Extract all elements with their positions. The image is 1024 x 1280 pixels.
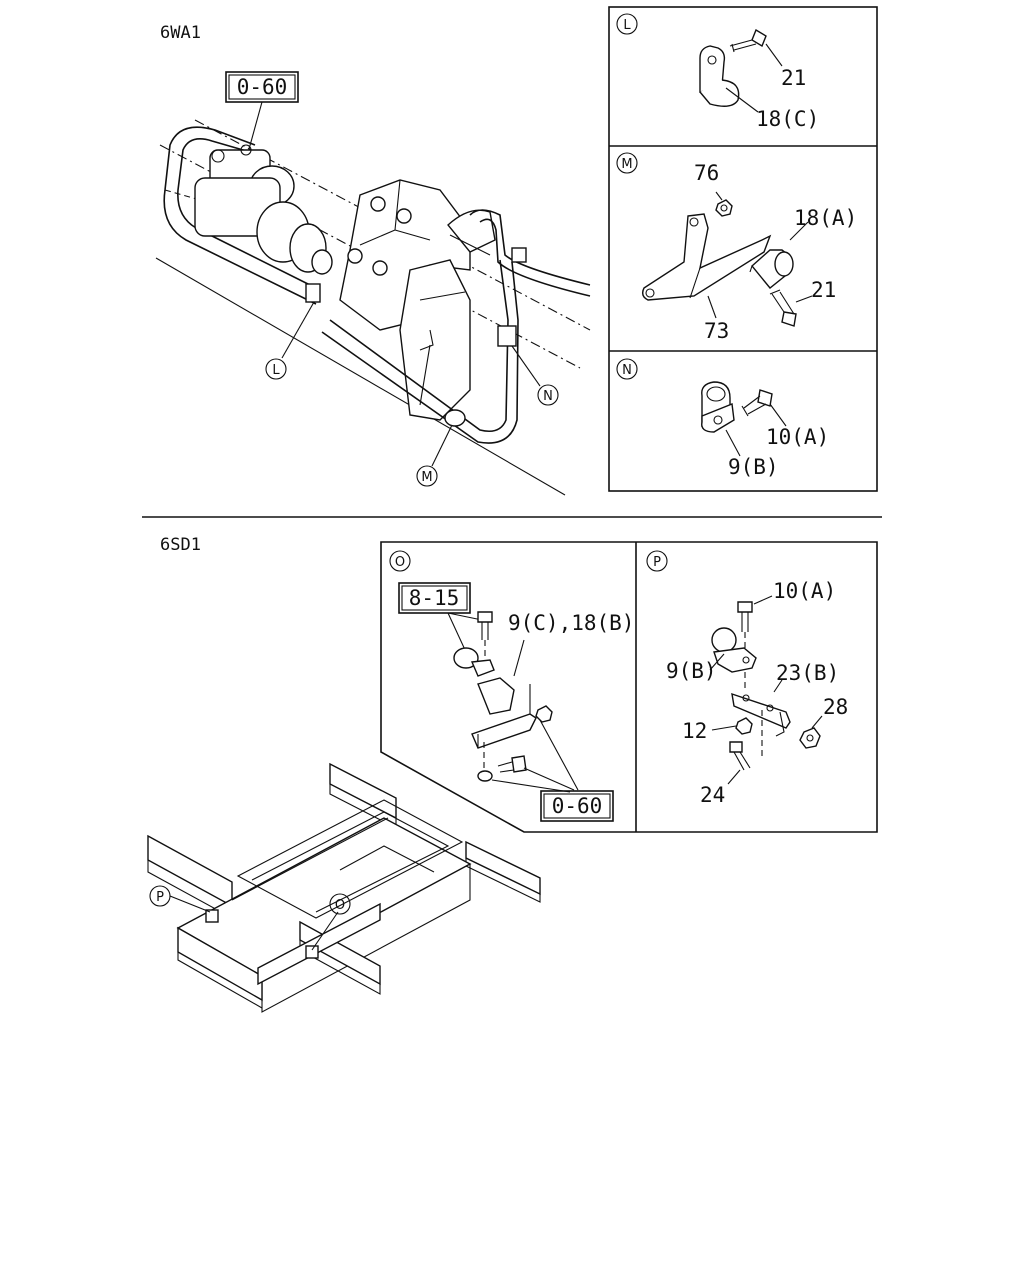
clamp-icon: [453, 647, 515, 715]
part-label: 12: [682, 719, 707, 743]
bracket-icon: [641, 213, 772, 301]
svg-text:M: M: [421, 470, 432, 485]
part-label: 9(B): [666, 659, 717, 683]
clamp-icon: [699, 45, 740, 107]
part-label: 76: [694, 161, 719, 185]
svg-text:8-15: 8-15: [409, 586, 460, 610]
svg-text:P: P: [156, 890, 164, 905]
callout-N: N: [537, 384, 559, 406]
svg-text:0-60: 0-60: [552, 794, 603, 818]
section-label-6sd1: 6SD1: [160, 535, 201, 555]
part-label: 24: [700, 783, 725, 807]
svg-text:O: O: [335, 898, 345, 913]
ref-box-8-15: 8-15: [398, 582, 471, 614]
detail-panel-L: L 21 18(C): [616, 13, 819, 131]
nut-icon: [715, 191, 733, 217]
part-label: 21: [811, 278, 836, 302]
engine-block: [339, 179, 496, 421]
bolt-icon: [477, 755, 527, 782]
svg-text:O: O: [395, 555, 405, 570]
svg-text:N: N: [622, 363, 632, 378]
part-label: 73: [704, 319, 729, 343]
callout-L: L: [265, 358, 287, 380]
bracket-icon: [471, 684, 537, 770]
callout-M: M: [416, 465, 438, 487]
bolt-icon: [737, 601, 753, 690]
bolt-icon: [769, 289, 797, 327]
svg-text:N: N: [543, 389, 553, 404]
detail-panel-N: N 10(A) 9(B): [616, 358, 829, 479]
callout-P: P: [149, 885, 171, 907]
part-label: 28: [823, 695, 848, 719]
detail-panel-O: O 8-15: [389, 550, 634, 822]
starter-motor: [194, 144, 333, 275]
bolt-icon: [729, 28, 767, 53]
chassis-frame-illustration: [147, 762, 541, 1013]
svg-text:L: L: [623, 18, 631, 33]
detail-panel-P: P: [646, 550, 848, 807]
part-label: 10(A): [766, 425, 829, 449]
svg-text:0-60: 0-60: [237, 75, 288, 99]
detail-panel-M: M 76 18(A) 21 73: [616, 152, 857, 343]
clamp-icon: [711, 627, 757, 673]
engine-illustration: 0-60: [155, 71, 591, 496]
callout-O: O: [329, 893, 351, 915]
clamp-icon: [749, 249, 794, 289]
section-label-6wa1: 6WA1: [160, 23, 201, 43]
bolt-icon: [741, 389, 773, 417]
bolt-icon: [729, 741, 751, 771]
part-label: 18(C): [756, 107, 819, 131]
bracket-icon: [731, 692, 791, 760]
part-label: 9(B): [728, 455, 779, 479]
part-label: 10(A): [773, 579, 836, 603]
svg-text:L: L: [272, 363, 280, 378]
part-label: 9(C),18(B): [508, 611, 634, 635]
svg-text:M: M: [621, 157, 632, 172]
part-label: 23(B): [776, 661, 839, 685]
ref-box-0-60-top: 0-60: [225, 71, 299, 161]
part-label: 18(A): [794, 206, 857, 230]
clamp-icon: [701, 381, 735, 433]
nut-icon: [735, 717, 753, 735]
nut-icon: [799, 727, 821, 749]
svg-text:P: P: [653, 555, 661, 570]
part-label: 21: [781, 66, 806, 90]
nut-icon: [535, 705, 553, 723]
ref-box-0-60-bottom: 0-60: [540, 790, 614, 822]
detail-panel-frame-bottom: [380, 541, 878, 833]
detail-panel-stack: [608, 6, 878, 492]
